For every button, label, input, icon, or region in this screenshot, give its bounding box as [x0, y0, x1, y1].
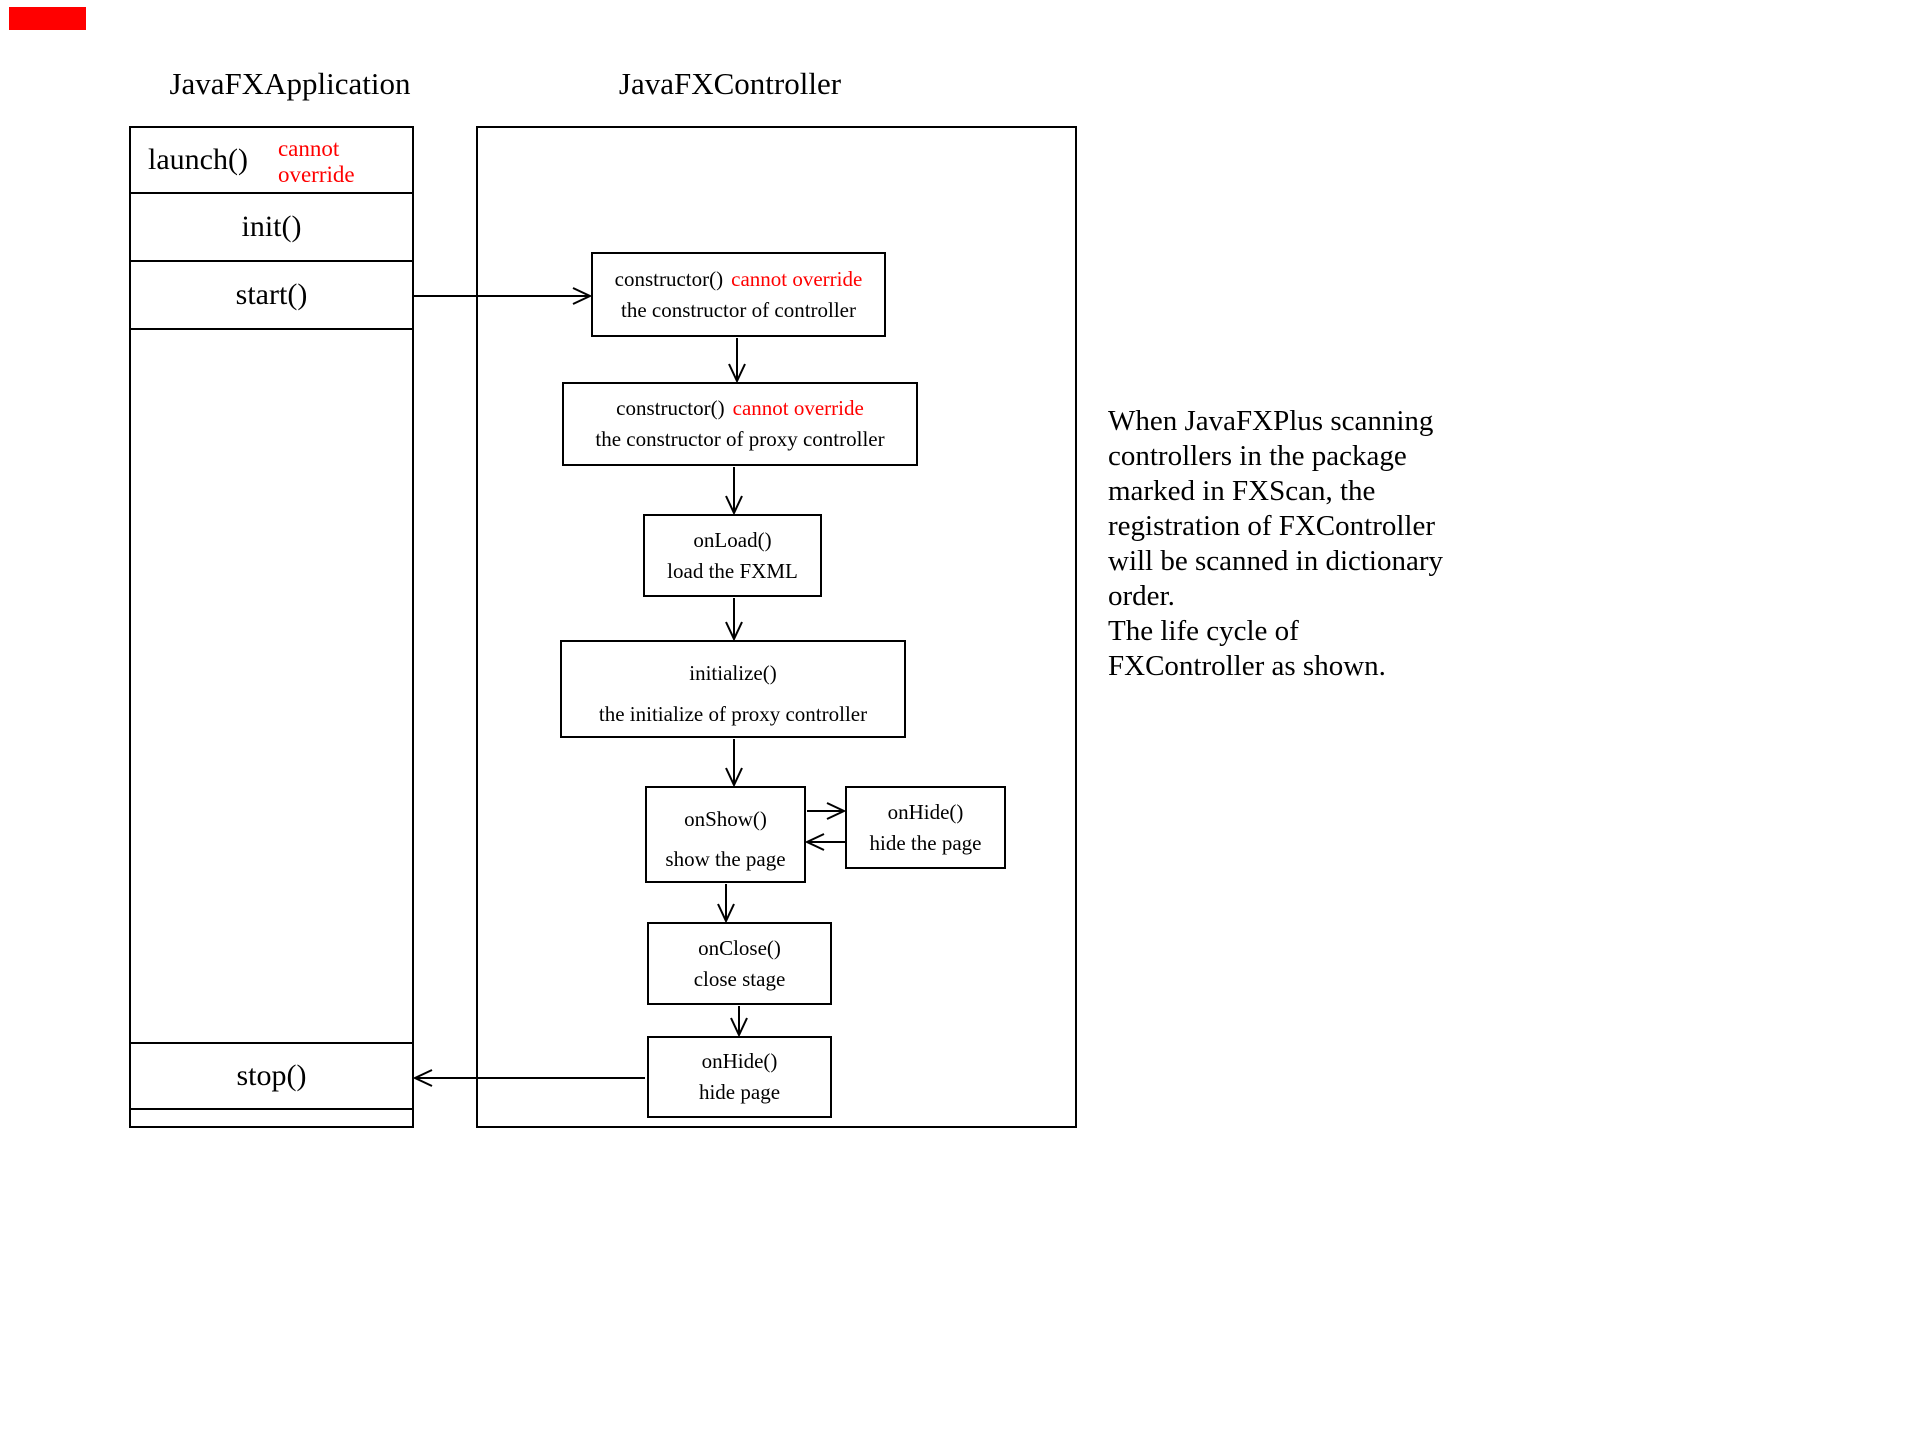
initialize-title: initialize()	[689, 661, 777, 685]
explanation-line: The life cycle of	[1108, 615, 1299, 647]
launch-cannot-override-note: cannot override	[277, 135, 355, 187]
onhide-side-box: onHide() hide the page	[845, 786, 1006, 869]
onhide-bottom-title: onHide()	[701, 1049, 778, 1073]
onclose-title: onClose()	[698, 935, 781, 960]
explanation-line: When JavaFXPlus scanning	[1108, 405, 1434, 437]
javafx-controller-box	[476, 126, 1077, 1128]
onshow-subtitle: show the page	[665, 847, 786, 871]
constructor-proxy-note: cannot override	[732, 396, 864, 420]
onclose-subtitle: close stage	[693, 966, 786, 991]
onhide-side-subtitle: hide the page	[869, 830, 982, 855]
constructor-controller-line1: constructor() cannot override	[615, 264, 863, 295]
init-row: init()	[131, 194, 412, 262]
explanation-line: controllers in the package	[1108, 440, 1407, 472]
constructor-proxy-box: constructor() cannot override the constru…	[562, 382, 918, 466]
bottom-filler-row	[131, 1110, 412, 1126]
initialize-subtitle: the initialize of proxy controller	[598, 702, 868, 726]
javafx-application-box: launch() cannot override init() start() …	[129, 126, 414, 1128]
stop-row: stop()	[131, 1044, 412, 1110]
constructor-proxy-title: constructor()	[616, 396, 725, 420]
onload-title: onLoad()	[693, 527, 772, 552]
onhide-side-title: onHide()	[887, 799, 964, 824]
start-row: start()	[131, 262, 412, 330]
explanation-line: marked in FXScan, the	[1108, 475, 1376, 507]
javafx-controller-title: JavaFXController	[618, 66, 842, 101]
constructor-controller-box: constructor() cannot override the constru…	[591, 252, 886, 337]
launch-label: launch()	[148, 143, 248, 176]
init-label: init()	[241, 210, 302, 243]
explanation-line: order.	[1108, 580, 1175, 612]
onhide-bottom-subtitle: hide page	[698, 1080, 781, 1104]
explanation-paragraph: When JavaFXPlus scanning controllers in …	[1108, 404, 1508, 684]
constructor-controller-subtitle: the constructor of controller	[621, 297, 856, 322]
onload-box: onLoad() load the FXML	[643, 514, 822, 597]
red-corner-marker	[9, 7, 86, 30]
javafx-application-title: JavaFXApplication	[169, 66, 411, 101]
constructor-controller-note: cannot override	[731, 266, 863, 291]
empty-lifecycle-spacer	[131, 330, 412, 1044]
onload-subtitle: load the FXML	[667, 558, 798, 583]
launch-row: launch() cannot override	[131, 128, 412, 194]
explanation-line: FXController as shown.	[1108, 650, 1386, 682]
start-label: start()	[235, 278, 308, 311]
explanation-line: registration of FXController	[1108, 510, 1436, 542]
constructor-proxy-line1: constructor() cannot override	[616, 393, 864, 424]
onshow-box: onShow() show the page	[645, 786, 806, 883]
constructor-controller-title: constructor()	[614, 266, 724, 291]
onshow-title: onShow()	[684, 807, 767, 831]
constructor-proxy-subtitle: the constructor of proxy controller	[595, 427, 885, 451]
stop-label: stop()	[236, 1059, 307, 1092]
onhide-bottom-box: onHide() hide page	[647, 1036, 832, 1118]
explanation-line: will be scanned in dictionary	[1108, 545, 1444, 577]
initialize-box: initialize() the initialize of proxy con…	[560, 640, 906, 738]
onclose-box: onClose() close stage	[647, 922, 832, 1005]
